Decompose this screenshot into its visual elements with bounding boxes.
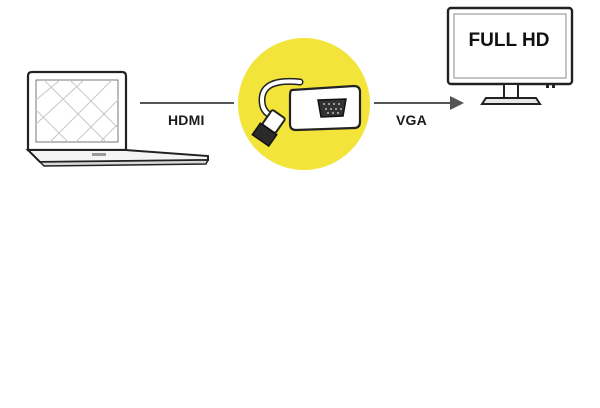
hdmi-to-vga-adapter-icon xyxy=(251,77,362,148)
monitor-icon xyxy=(446,6,574,105)
hdmi-label: HDMI xyxy=(168,112,205,128)
arrow-right-icon xyxy=(450,96,464,110)
monitor-screen-label: FULL HD xyxy=(468,30,550,51)
laptop-icon xyxy=(25,70,210,167)
vga-label: VGA xyxy=(396,112,427,128)
